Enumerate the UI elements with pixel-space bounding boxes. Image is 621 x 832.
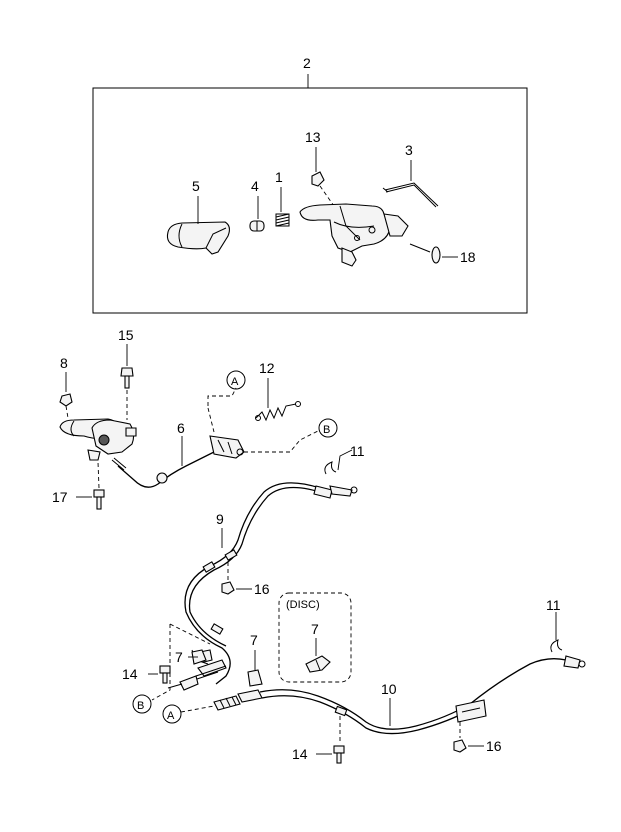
callout-2: 2 (303, 55, 311, 71)
bolt-18-part (409, 243, 441, 264)
callout-8: 8 (60, 355, 68, 371)
bolt-15-part (120, 367, 134, 389)
dash-b-top (244, 429, 321, 453)
callout-14-left: 14 (122, 666, 138, 682)
disc-box (278, 592, 352, 683)
dash-a-bottom (180, 705, 215, 713)
callout-18: 18 (460, 249, 476, 265)
cable-end-11-upper-part (324, 461, 337, 475)
lever-assembly-part (299, 203, 409, 267)
bracket-7-middle-part (247, 669, 263, 687)
dash-guide-left-2 (151, 624, 171, 701)
rear-cable-10-part (213, 655, 586, 735)
lever-grip-part (166, 221, 231, 255)
callout-1: 1 (275, 169, 283, 185)
callout-6: 6 (177, 420, 185, 436)
callout-4: 4 (251, 178, 259, 194)
dash-8 (65, 405, 69, 419)
callout-10: 10 (381, 681, 397, 697)
callout-7-left: 7 (175, 649, 183, 665)
callout-16-lower: 16 (486, 738, 502, 754)
dash-13 (319, 185, 335, 207)
nut-16-upper-part (221, 581, 235, 595)
callout-13: 13 (305, 129, 321, 145)
assembly-box (92, 87, 528, 314)
callout-17: 17 (52, 489, 68, 505)
release-button-part (249, 220, 265, 232)
ratchet-rod-part (382, 182, 439, 208)
disc-label: (DISC) (286, 599, 320, 611)
callout-7-middle: 7 (250, 632, 258, 648)
dash-a-top-2 (207, 407, 215, 433)
leader-11-upper (337, 449, 353, 471)
dash-guide-left (169, 623, 211, 645)
cable-clip-part (311, 171, 325, 187)
cable-end-11-lower-part (550, 639, 563, 653)
callout-11-lower: 11 (546, 597, 561, 613)
callout-7-disc: 7 (311, 621, 319, 637)
nut-16-lower-part (453, 739, 467, 753)
dash-a-top (207, 387, 237, 406)
marker-b-bottom-circle (132, 694, 152, 714)
lever-installed-part (59, 418, 137, 461)
nut-8-part (59, 393, 73, 407)
front-cable-part (111, 435, 245, 488)
return-spring-part (255, 401, 301, 422)
callout-11-upper: 11 (350, 443, 365, 459)
marker-a-bottom: A (167, 710, 175, 722)
callout-15: 15 (118, 327, 134, 343)
bolt-14-left-part (159, 665, 171, 684)
marker-a-bottom-circle (162, 704, 182, 724)
marker-b-top-circle (318, 418, 338, 438)
marker-b-top: B (323, 424, 330, 436)
callout-3: 3 (405, 142, 413, 158)
bolt-17-part (93, 489, 105, 510)
rear-cable-9-part (167, 482, 358, 691)
callout-16-upper: 16 (254, 581, 270, 597)
dash-17 (97, 461, 100, 489)
bracket-7-left-part (191, 649, 207, 665)
bolt-14-lower-part (333, 745, 345, 764)
marker-b-bottom: B (137, 700, 144, 712)
callout-12: 12 (259, 360, 275, 376)
callout-14-lower: 14 (292, 746, 308, 762)
callout-5: 5 (192, 178, 200, 194)
marker-a-top-circle (226, 370, 246, 390)
marker-a-top: A (231, 376, 239, 388)
bracket-7-disc-part (305, 655, 331, 673)
button-spring-part (275, 213, 290, 227)
callout-9: 9 (216, 511, 224, 527)
